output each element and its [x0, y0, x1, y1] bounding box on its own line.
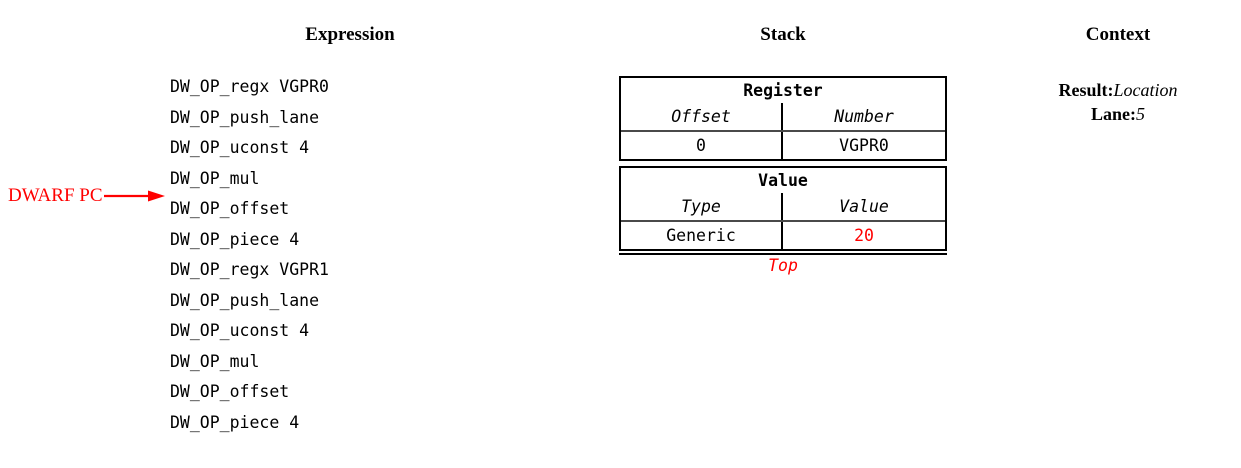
expression-line: DW_OP_piece 4: [170, 412, 300, 432]
stack-top-label: Top: [768, 256, 798, 275]
stack-entry-header-row: Type Value: [621, 193, 945, 222]
stack-entry-header-cell: Number: [834, 107, 894, 126]
stack-entry-value-cell: 0: [621, 132, 783, 159]
expression-line: DW_OP_regx VGPR1: [170, 260, 329, 279]
expression-line: DW_OP_push_lane: [170, 107, 320, 127]
context-key: Result:: [1058, 80, 1114, 100]
stack-entry-header-cell: Type: [621, 193, 783, 220]
stack-entry-value-row: 0 VGPR0: [621, 132, 945, 159]
expression-line: DW_OP_uconst 4: [170, 138, 310, 157]
stack-entry-title: Register: [743, 81, 823, 100]
stack-entry-header-row: Offset Number: [621, 103, 945, 132]
stack-entry-value-cell: 20: [854, 226, 874, 245]
stack-entry-value: Value Type Value Generic 20: [619, 166, 947, 251]
stack-entry-title: Value: [758, 171, 808, 190]
context-row-lane: Lane:5: [1018, 102, 1218, 126]
stack-entry-value-cell: VGPR0: [839, 136, 889, 155]
stack-bottom-rule: [619, 253, 947, 255]
dwarf-pc-marker: DWARF PC: [8, 182, 166, 208]
context-row-result: Result:Location: [1018, 78, 1218, 102]
expression-line: DW_OP_piece 4: [170, 229, 300, 249]
right-arrow-icon: [103, 190, 165, 202]
stack-entry-register: Register Offset Number 0 VGPR0: [619, 76, 947, 161]
stack-entry-header-cell: Value: [839, 197, 889, 216]
expression-program-list: DW_OP_regx VGPR0 DW_OP_push_lane DW_OP_u…: [170, 72, 329, 438]
column-heading-context: Context: [1085, 24, 1151, 45]
column-heading-expression: Expression: [305, 24, 395, 45]
dwarf-pc-label: DWARF PC: [8, 184, 103, 206]
stack-entry-header-cell: Offset: [621, 103, 783, 130]
expression-line: DW_OP_offset: [170, 199, 290, 218]
stack-entry-value-cell: Generic: [621, 222, 783, 249]
context-column: Result:Location Lane:5: [1018, 78, 1218, 126]
expression-line: DW_OP_uconst 4: [170, 321, 310, 340]
context-value: 5: [1136, 104, 1145, 124]
stack-column: Register Offset Number 0 VGPR0 Value Typ…: [619, 76, 947, 277]
stack-entry-value-row: Generic 20: [621, 222, 945, 249]
expression-line: DW_OP_push_lane: [170, 290, 320, 310]
context-value: Location: [1113, 80, 1178, 100]
expression-line: DW_OP_regx VGPR0: [170, 77, 329, 96]
column-heading-stack: Stack: [760, 24, 806, 45]
context-key: Lane:: [1091, 104, 1136, 124]
expression-line: DW_OP_mul: [170, 168, 260, 188]
expression-line: DW_OP_mul: [170, 351, 260, 371]
expression-line: DW_OP_offset: [170, 382, 290, 401]
